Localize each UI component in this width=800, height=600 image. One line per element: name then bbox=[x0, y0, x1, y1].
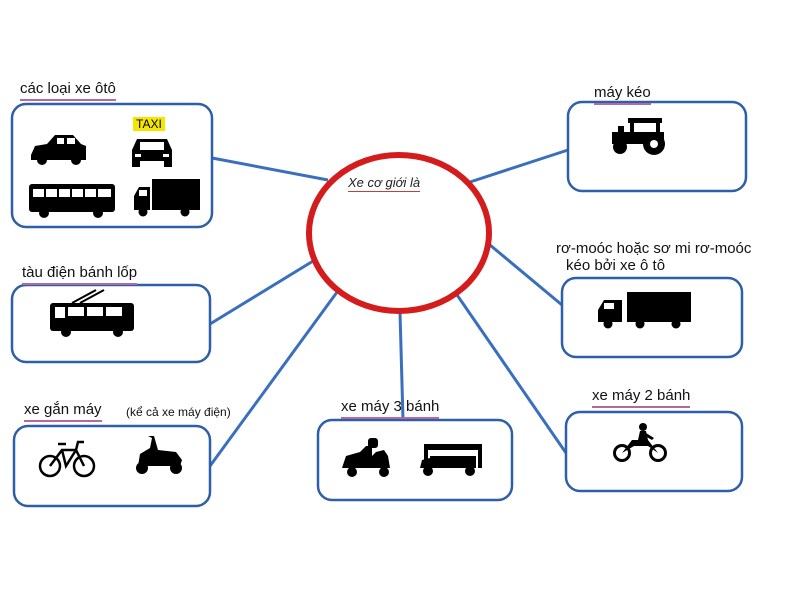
connector-three-wheel bbox=[398, 311, 405, 421]
connectors bbox=[208, 148, 569, 467]
tuk-tuk-icon bbox=[420, 444, 482, 476]
connector-trolley bbox=[209, 256, 319, 326]
center-title: Xe cơ giới là bbox=[348, 175, 421, 192]
connector-motorbike bbox=[453, 291, 568, 454]
label-trolley: tàu điện bánh lốp bbox=[22, 264, 138, 285]
label-moped-note: (kể cả xe máy điện) bbox=[126, 405, 231, 419]
connector-oto bbox=[211, 156, 329, 182]
label-motorbike: xe máy 2 bánh bbox=[592, 387, 691, 408]
connector-tractor bbox=[469, 148, 569, 184]
label-tractor: máy kéo bbox=[594, 84, 651, 105]
taxi-sign: TAXI bbox=[133, 117, 165, 131]
box-motorbike bbox=[564, 410, 744, 493]
motorcycle-rider-icon bbox=[613, 423, 667, 462]
scooter-icon bbox=[136, 436, 182, 474]
label-moped: xe gắn máy bbox=[24, 401, 102, 422]
car-icon bbox=[31, 135, 86, 165]
tractor-icon bbox=[612, 118, 665, 155]
box-three-wheel bbox=[316, 418, 514, 502]
bus-icon bbox=[29, 184, 115, 218]
trolleybus-icon bbox=[50, 289, 134, 337]
label-oto: các loại xe ôtô bbox=[20, 80, 116, 101]
center-circle bbox=[306, 152, 492, 314]
label-trailer-line2: kéo bởi xe ô tô bbox=[566, 257, 666, 274]
connector-trailer bbox=[483, 238, 563, 307]
sidecar-icon bbox=[342, 438, 390, 477]
connector-moped bbox=[208, 287, 342, 467]
bicycle-icon bbox=[38, 440, 96, 478]
label-trailer-line1: rơ-moóc hoặc sơ mi rơ-moóc bbox=[556, 240, 752, 257]
semi-truck-icon bbox=[598, 292, 691, 329]
box-moped bbox=[12, 424, 212, 508]
label-three-wheel: xe máy 3 bánh bbox=[341, 398, 440, 419]
taxi-icon bbox=[132, 139, 172, 167]
truck-icon bbox=[134, 179, 200, 217]
